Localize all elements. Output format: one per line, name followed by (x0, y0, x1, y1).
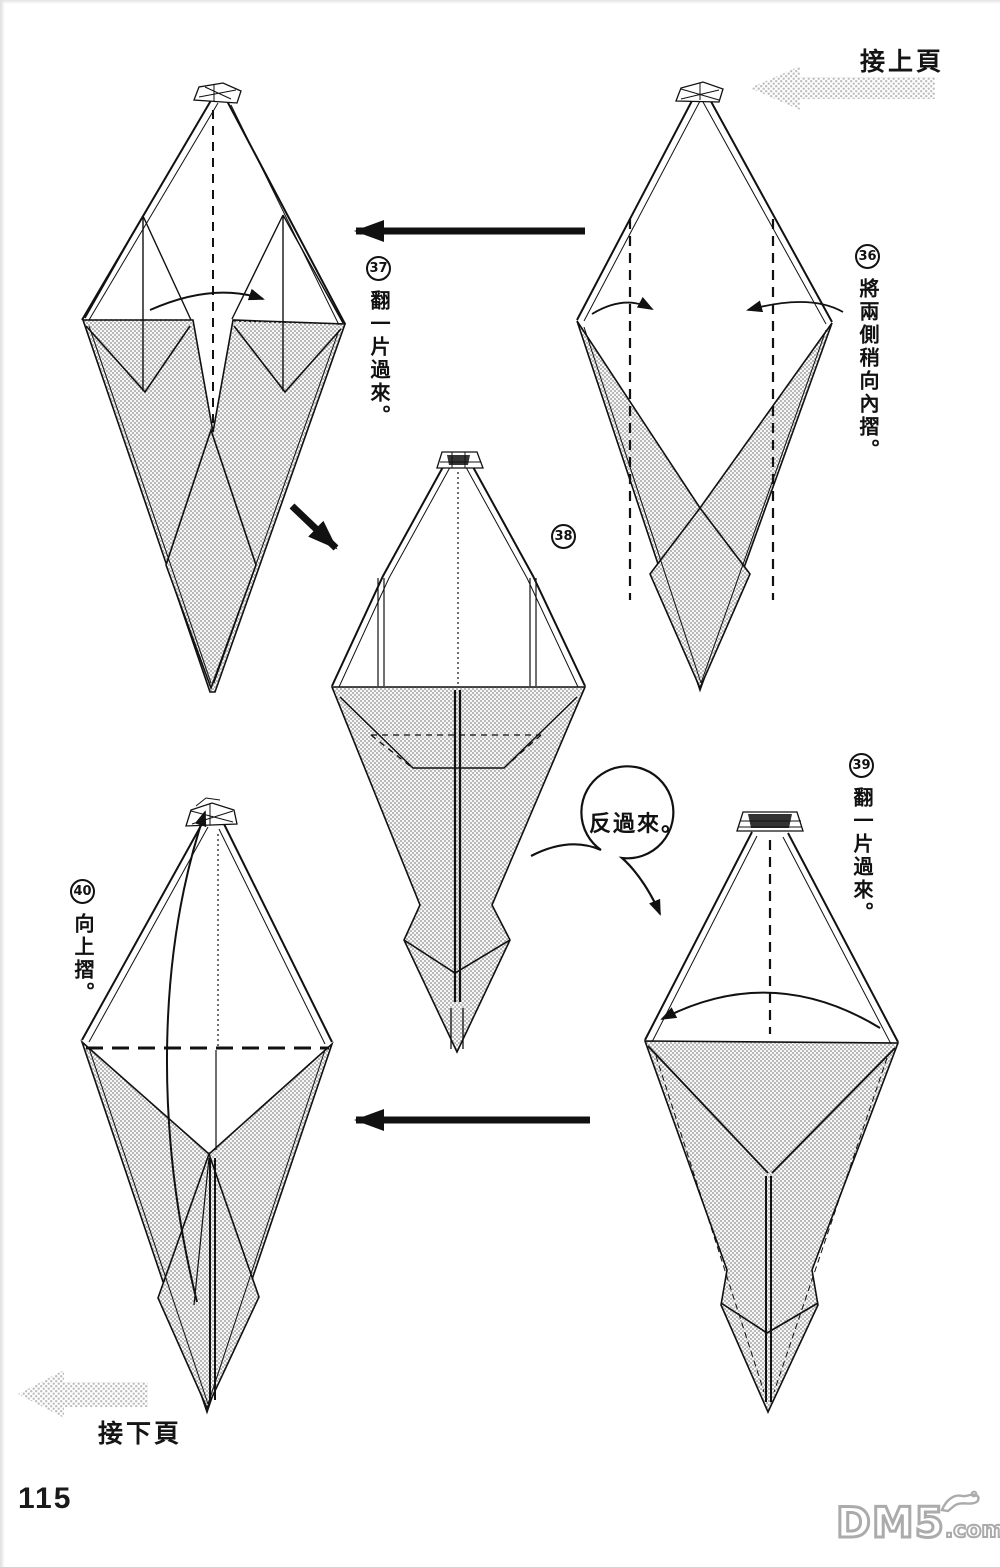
fold-up-arrow-icon (166, 810, 207, 1303)
origami-step36-figure (576, 81, 844, 693)
arrow-diagonal-icon (289, 503, 339, 551)
step-39: 39 翻一片過來。 (849, 753, 874, 925)
dm5-logo-suffix: .com (944, 1517, 1000, 1544)
fold-arrow-icon (660, 991, 881, 1029)
step-39-number: 39 (849, 753, 874, 778)
step-40: 40 向上摺。 (70, 879, 95, 1005)
step-37-number: 37 (366, 256, 391, 281)
fold-arrow-icon (746, 300, 844, 313)
scan-edge-left (0, 0, 5, 1567)
step-40-number: 40 (70, 879, 95, 904)
fold-arrow-icon (591, 296, 654, 315)
origami-step37-figure (81, 82, 347, 693)
next-page-arrow-icon[interactable] (18, 1370, 148, 1418)
turn-over-label: 反過來。 (589, 812, 686, 837)
step-37-label: 翻一片過來。 (367, 290, 391, 428)
scan-edge-top (0, 0, 1000, 4)
prev-page-arrow-icon[interactable] (750, 66, 935, 110)
dm5-watermark[interactable]: DM5.com (835, 1490, 1000, 1547)
origami-step40-figure (80, 797, 334, 1415)
fold-arrow-icon (149, 288, 265, 311)
step-38-number: 38 (551, 524, 576, 549)
page-number: 115 (18, 1482, 73, 1515)
step-transition-arrows (289, 220, 675, 1131)
step-36-number: 36 (855, 244, 880, 269)
prev-page-link[interactable]: 接上頁 (860, 47, 945, 76)
origami-step39-figure (643, 811, 900, 1414)
step-37: 37 翻一片過來。 (366, 256, 391, 428)
step-39-label: 翻一片過來。 (850, 787, 874, 925)
dm5-logo-text: DM5 (835, 1498, 946, 1547)
origami-step38-figure (330, 451, 587, 1054)
dm5-mouse-icon (940, 1490, 980, 1513)
step-40-label: 向上摺。 (71, 913, 95, 1005)
step-36-label: 將兩側稍向內摺。 (856, 278, 880, 462)
next-page-link[interactable]: 接下頁 (98, 1419, 183, 1448)
step-38: 38 (551, 524, 576, 549)
turn-over-arrow-icon (530, 765, 675, 916)
step-36: 36 將兩側稍向內摺。 (855, 244, 880, 462)
